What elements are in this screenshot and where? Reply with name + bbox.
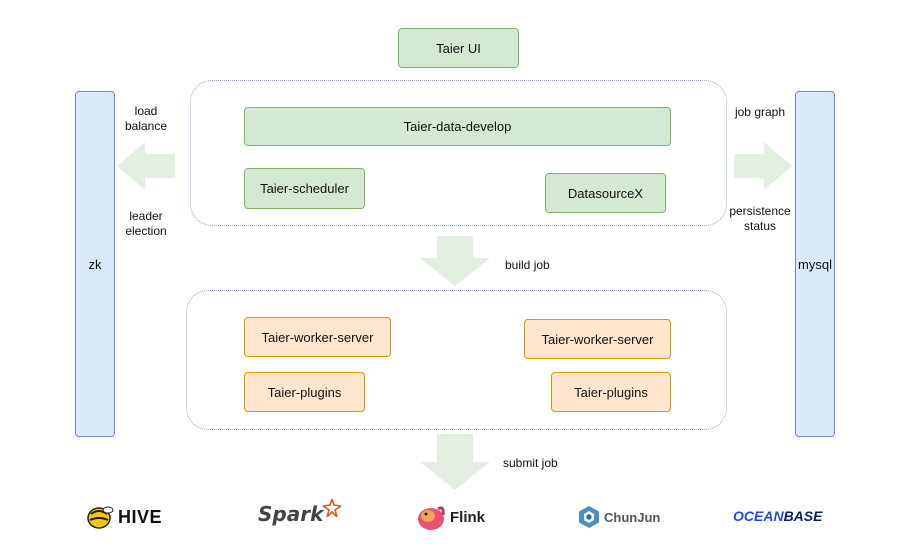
- taier-ui-label: Taier UI: [436, 40, 481, 56]
- plugins-right-label: Taier-plugins: [574, 384, 648, 400]
- right-arrow-icon: [734, 142, 792, 190]
- worker-group: [186, 290, 727, 430]
- flink-squirrel-icon: [418, 506, 445, 530]
- build-job-arrow-icon: [420, 236, 490, 286]
- oceanbase-logo-text-base: BASE: [783, 508, 823, 524]
- build-job-label: build job: [505, 258, 550, 272]
- data-develop-box: Taier-data-develop: [244, 107, 671, 146]
- persistence-status-label: persistence status: [729, 204, 791, 233]
- job-graph-label: job graph: [734, 105, 786, 119]
- submit-job-arrow-icon: [420, 434, 490, 490]
- plugins-left-label: Taier-plugins: [267, 384, 342, 400]
- hive-logo-text: HIVE: [118, 506, 163, 527]
- scheduler-group: [190, 80, 727, 226]
- oceanbase-logo-text-ocean: OCEAN: [733, 508, 784, 524]
- worker-server-left-box: Taier-worker-server: [244, 317, 391, 357]
- flink-logo-text: Flink: [450, 508, 486, 526]
- data-develop-label: Taier-data-develop: [403, 119, 512, 134]
- hive-logo: HIVE: [86, 504, 162, 530]
- chunjun-logo: ChunJun: [578, 505, 660, 529]
- left-arrow-icon: [117, 142, 175, 190]
- mysql-label: mysql: [798, 256, 832, 272]
- spark-star-icon: [323, 499, 342, 517]
- scheduler-box: Taier-scheduler: [244, 168, 365, 209]
- oceanbase-logo: OCEAN BASE: [733, 508, 822, 524]
- mysql-column: mysql: [795, 91, 835, 437]
- scheduler-label: Taier-scheduler: [260, 181, 349, 196]
- worker-server-left-label: Taier-worker-server: [261, 329, 374, 345]
- hive-bee-icon: [87, 506, 114, 529]
- plugins-right-box: Taier-plugins: [551, 372, 671, 412]
- zk-column: zk: [75, 91, 115, 437]
- worker-server-right-box: Taier-worker-server: [524, 319, 671, 359]
- taier-ui-box: Taier UI: [398, 28, 519, 68]
- submit-job-label: submit job: [503, 456, 558, 470]
- zk-label: zk: [88, 256, 102, 272]
- plugins-left-box: Taier-plugins: [244, 372, 365, 412]
- load-balance-label: load balance: [124, 104, 168, 133]
- spark-logo-text: Spark: [258, 502, 324, 526]
- spark-logo: Spark: [258, 499, 342, 526]
- chunjun-logo-text: ChunJun: [604, 509, 661, 525]
- datasourcex-box: DatasourceX: [545, 173, 666, 213]
- datasourcex-label: DatasourceX: [567, 185, 644, 201]
- worker-server-right-label: Taier-worker-server: [541, 331, 654, 347]
- leader-election-label: leader election: [125, 209, 167, 238]
- chunjun-hexagon-icon: [579, 506, 599, 528]
- flink-logo: Flink: [416, 503, 485, 531]
